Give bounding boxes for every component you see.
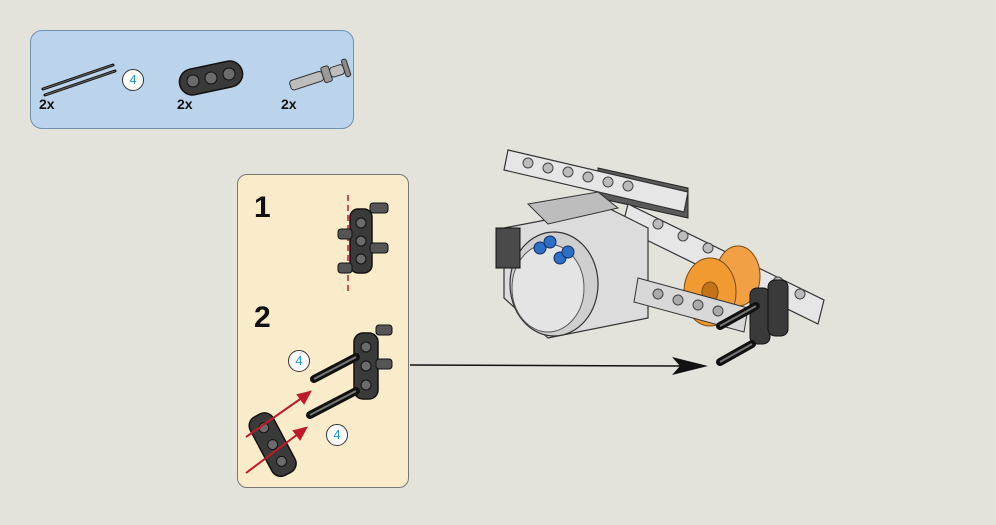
step2-axles-insertion-illustration bbox=[245, 324, 393, 478]
pin-icon bbox=[289, 58, 352, 91]
step2-axle-length-badge-bottom: 4 bbox=[326, 424, 348, 446]
pin-quantity: 2x bbox=[281, 96, 297, 112]
step2-axle-length-badge-top: 4 bbox=[288, 350, 310, 372]
step-number-2: 2 bbox=[254, 301, 271, 334]
beam-quantity: 2x bbox=[177, 96, 193, 112]
beam-icon bbox=[178, 60, 244, 96]
axle-icon bbox=[41, 63, 117, 97]
robot-model-illustration bbox=[495, 149, 825, 366]
axle-quantity: 2x bbox=[39, 96, 55, 112]
axle-length-badge: 4 bbox=[122, 69, 144, 91]
step1-beam-with-pins-illustration bbox=[337, 195, 389, 295]
step-number-1: 1 bbox=[254, 191, 271, 224]
parts-list-panel: 2x 4 2x 2x bbox=[30, 30, 354, 129]
subassembly-panel: 1 2 bbox=[237, 174, 409, 488]
